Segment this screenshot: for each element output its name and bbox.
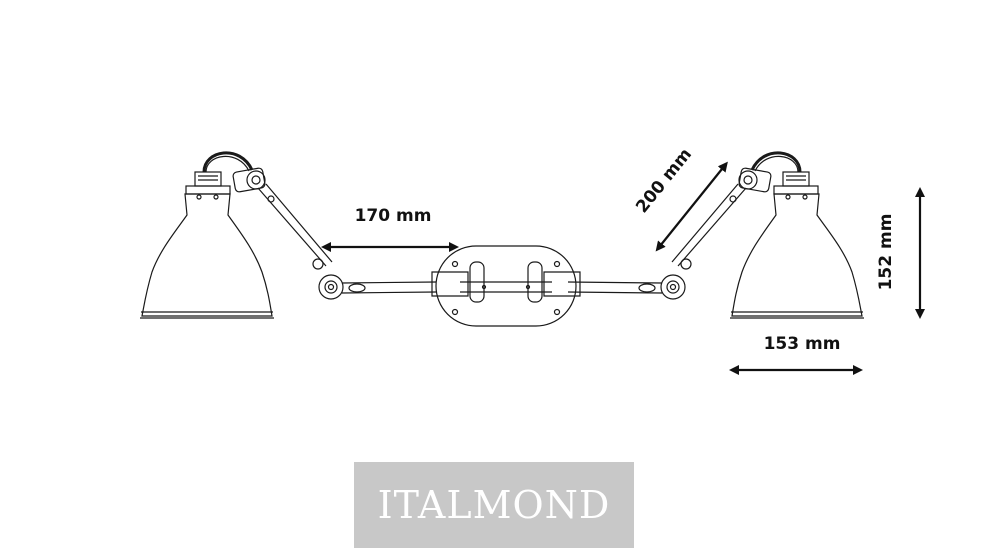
watermark-logo: ITALMOND xyxy=(354,462,634,548)
arm-reach-label: 170 mm xyxy=(355,206,432,226)
watermark-text: ITALMOND xyxy=(377,483,611,527)
arm-length-arrow xyxy=(655,161,728,252)
arm-length-label: 200 mm xyxy=(632,145,696,217)
right-lamp-shade xyxy=(731,193,863,317)
dimension-arrows xyxy=(321,161,925,375)
shade-height-label: 152 mm xyxy=(876,214,896,291)
left-lamp-shade xyxy=(141,193,273,317)
wall-plate xyxy=(431,245,581,327)
left-lamp xyxy=(140,151,437,319)
shade-width-label: 153 mm xyxy=(764,334,841,354)
left-elbow-joint xyxy=(318,274,344,300)
left-lamp-collar xyxy=(185,185,231,195)
